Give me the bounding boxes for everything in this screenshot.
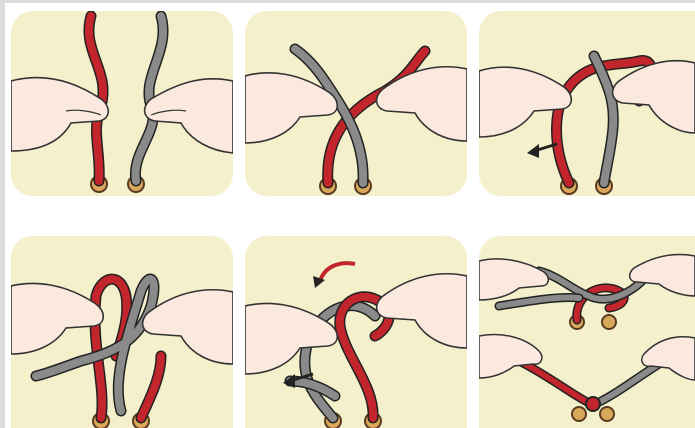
lace-tuck-under-icon [479, 11, 695, 196]
step-4-panel [11, 236, 233, 428]
step-1-panel [11, 11, 233, 196]
step-3-panel [479, 11, 695, 196]
step-6-panel [479, 236, 695, 428]
lace-loops-cross-icon [245, 236, 467, 428]
step-2-panel [245, 11, 467, 196]
lace-pull-tight-icon [479, 236, 695, 428]
lace-two-loops-icon [11, 236, 233, 428]
step-5-panel [245, 236, 467, 428]
lace-cross-icon [245, 11, 467, 196]
top-border [0, 0, 695, 3]
lace-ends-separate-icon [11, 11, 233, 196]
left-border [0, 0, 5, 428]
